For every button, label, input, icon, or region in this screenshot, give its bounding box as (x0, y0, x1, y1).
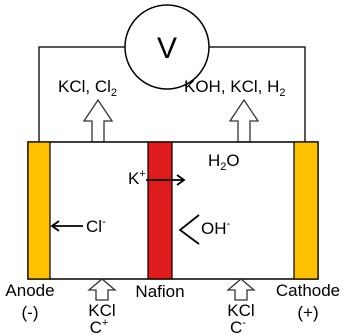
potassium-ion-arrow (146, 174, 186, 186)
cathode-inlet-label: KCl (227, 301, 254, 320)
chloride-ion-label: Cl- (86, 216, 106, 236)
cathode-label: Cathode (276, 281, 340, 300)
circuit-wire (38, 46, 306, 142)
anode-electrode (27, 141, 51, 280)
anode-label: Anode (5, 281, 54, 300)
cathode-electrode (293, 141, 319, 280)
anode-inlet-label: KCl (88, 301, 115, 320)
chloride-ion-arrow (50, 220, 83, 232)
voltmeter-circle (124, 4, 210, 90)
anode-outlet-label: KCl, Cl2 (58, 77, 117, 99)
cathode-outlet-label: KOH, KCl, H2 (184, 77, 286, 99)
nafion-label: Nafion (135, 282, 184, 301)
anode-outlet-arrow (82, 98, 114, 143)
cathode-inlet-code: C- (230, 317, 246, 335)
voltmeter: V (124, 4, 210, 90)
cathode-polarity: (+) (297, 303, 318, 322)
hydroxide-ion-label: OH- (201, 218, 231, 238)
voltmeter-symbol: V (157, 32, 177, 65)
cathode-inlet-arrow (226, 278, 256, 301)
cell-container (27, 141, 319, 280)
hydroxide-ion-arrow (178, 214, 200, 245)
anode-inlet-arrow (87, 278, 117, 301)
nafion-membrane (147, 141, 173, 280)
water-label: H2O (208, 151, 240, 173)
potassium-ion-label: K+ (128, 168, 146, 188)
cathode-outlet-arrow (228, 98, 260, 143)
anode-inlet-code: C+ (90, 317, 109, 335)
anode-polarity: (-) (22, 303, 39, 322)
